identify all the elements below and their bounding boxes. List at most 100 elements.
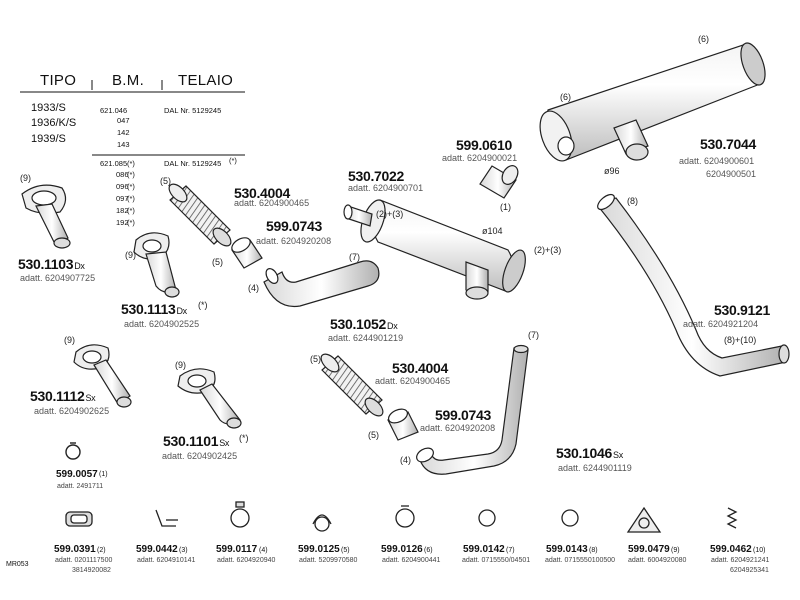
table-header-telaio: TELAIO xyxy=(178,72,234,89)
bm-row: 086 xyxy=(116,170,129,179)
ref-label: (1) xyxy=(500,202,511,212)
adatt-label: adatt. 6204910141 xyxy=(137,557,196,564)
diagram-code: MR053 xyxy=(6,561,29,568)
pipe-530-1112-drawing xyxy=(73,344,132,408)
part-number-530-9121[interactable]: 530.9121 xyxy=(714,302,770,318)
adatt-label: adatt. 6204920940 xyxy=(217,557,276,564)
ref-label: (4) xyxy=(248,283,259,293)
part-number-599-0391[interactable]: 599.0391 xyxy=(54,544,96,555)
clamp-icon xyxy=(561,509,579,527)
part-number-530-1103[interactable]: 530.1103Dx xyxy=(18,257,85,271)
part-number-599-0743[interactable]: 599.0743 xyxy=(266,218,322,234)
part-number-599-0125[interactable]: 599.0125 xyxy=(298,544,340,555)
ref-label: (5) xyxy=(341,547,350,554)
flex-hose-530-4004-lower-drawing xyxy=(320,353,384,417)
adatt-label: 3814920082 xyxy=(72,567,111,574)
part-number-530-1101[interactable]: 530.1101Sx xyxy=(163,434,229,448)
part-code: 530.1113 xyxy=(121,301,176,317)
part-number-530-1113[interactable]: 530.1113Dx xyxy=(121,302,187,316)
note-star: (*) xyxy=(198,300,208,310)
part-number-599-0143[interactable]: 599.0143 xyxy=(546,544,588,555)
clamp-icon xyxy=(395,505,415,528)
part-number-530-4004-lower[interactable]: 530.4004 xyxy=(392,360,448,376)
clamp-icon xyxy=(312,514,332,532)
ref-label: (1) xyxy=(99,471,108,478)
part-side: Sx xyxy=(613,450,623,460)
bm-row: 621.085 xyxy=(100,159,128,168)
ref-label: (5) xyxy=(212,257,223,267)
telaio-value: DAL Nr. 5129245 xyxy=(164,159,222,168)
adatt-label: adatt. 5209970580 xyxy=(299,557,358,564)
ref-label: (2)+(3) xyxy=(376,209,404,219)
part-number-599-0610[interactable]: 599.0610 xyxy=(456,137,512,153)
bottom-parts-drawings xyxy=(65,501,738,533)
tipo-row: 1939/S xyxy=(31,133,66,145)
part-code: 530.1103 xyxy=(18,256,74,272)
bm-row: 192 xyxy=(116,218,129,227)
ref-label: (8) xyxy=(627,196,638,206)
bm-star: (*) xyxy=(127,159,135,168)
part-number-530-7022[interactable]: 530.7022 xyxy=(348,168,404,184)
part-code: 530.1052 xyxy=(330,316,386,332)
pipe-530-1113-drawing xyxy=(133,232,180,298)
ref-label: (10) xyxy=(753,547,766,554)
bm-row: 143 xyxy=(117,140,130,149)
adatt-label: adatt. 6204902525 xyxy=(124,319,200,329)
part-code: 530.1046 xyxy=(556,445,612,461)
bm-star: (*) xyxy=(127,170,135,179)
ref-label: (9) xyxy=(175,360,186,370)
triangle-gasket-icon xyxy=(626,506,662,533)
part-number-599-0479[interactable]: 599.0479 xyxy=(628,544,670,555)
tipo-row: 1936/K/S xyxy=(31,117,77,129)
adatt-label: adatt. 6204902425 xyxy=(162,451,238,461)
adatt-label: adatt. 0715550/04501 xyxy=(462,557,531,564)
bm-row: 621.046 xyxy=(100,106,128,115)
part-number-530-7044[interactable]: 530.7044 xyxy=(700,136,756,152)
pipe-530-1103-drawing xyxy=(21,184,71,249)
ref-label: (7) xyxy=(528,330,539,340)
sleeve-599-0743-upper-drawing xyxy=(231,237,263,269)
ref-label: (8)+(10) xyxy=(724,335,757,345)
adatt-label: adatt. 2491711 xyxy=(57,483,104,490)
part-number-599-0743-lower[interactable]: 599.0743 xyxy=(435,407,491,423)
part-side: Dx xyxy=(74,261,85,271)
pipe-530-9121-drawing xyxy=(597,193,790,377)
bm-star: (*) xyxy=(127,182,135,191)
bm-star: (*) xyxy=(127,194,135,203)
part-number-599-0462[interactable]: 599.0462 xyxy=(710,544,752,555)
sleeve-599-0743-lower-drawing xyxy=(387,408,419,441)
part-number-530-1112[interactable]: 530.1112Sx xyxy=(30,389,96,403)
telaio-star: (*) xyxy=(229,156,237,165)
table-header-bm: B.M. xyxy=(112,72,145,89)
clamp-icon xyxy=(478,509,496,527)
bm-row: 097 xyxy=(116,194,129,203)
adatt-label: adatt. 6204900465 xyxy=(234,198,310,208)
part-number-599-0126[interactable]: 599.0126 xyxy=(381,544,423,555)
ref-label: (4) xyxy=(400,455,411,465)
ref-label: (9) xyxy=(671,547,680,554)
part-side: Sx xyxy=(219,438,230,448)
clamp-599-0057-drawing xyxy=(65,442,81,460)
part-number-530-4004[interactable]: 530.4004 xyxy=(234,185,290,201)
pipe-530-1046-drawing xyxy=(416,344,529,475)
ref-label: (7) xyxy=(349,252,360,262)
part-number-599-0117[interactable]: 599.0117 xyxy=(216,544,258,555)
ref-label: (9) xyxy=(125,250,136,260)
part-number-530-1052[interactable]: 530.1052Dx xyxy=(330,316,398,332)
bm-row: 096 xyxy=(116,182,129,191)
part-side: Dx xyxy=(387,321,398,331)
part-number-599-0442[interactable]: 599.0442 xyxy=(136,544,178,555)
adatt-label: adatt. 6244901219 xyxy=(328,333,404,343)
table-lines xyxy=(20,80,245,156)
part-number-530-1046[interactable]: 530.1046Sx xyxy=(556,446,623,460)
adatt-label: adatt. 6004920080 xyxy=(628,557,687,564)
part-number-599-0057[interactable]: 599.0057 xyxy=(56,469,98,480)
pipe-530-1052-drawing xyxy=(263,260,380,308)
part-number-599-0142[interactable]: 599.0142 xyxy=(463,544,505,555)
ref-label: (6) xyxy=(424,547,433,554)
adatt-label: adatt. 6204902625 xyxy=(34,406,110,416)
pipe-530-1101-drawing xyxy=(177,368,242,429)
bracket-icon xyxy=(155,509,178,527)
adatt-label: adatt. 6204900021 xyxy=(442,153,518,163)
